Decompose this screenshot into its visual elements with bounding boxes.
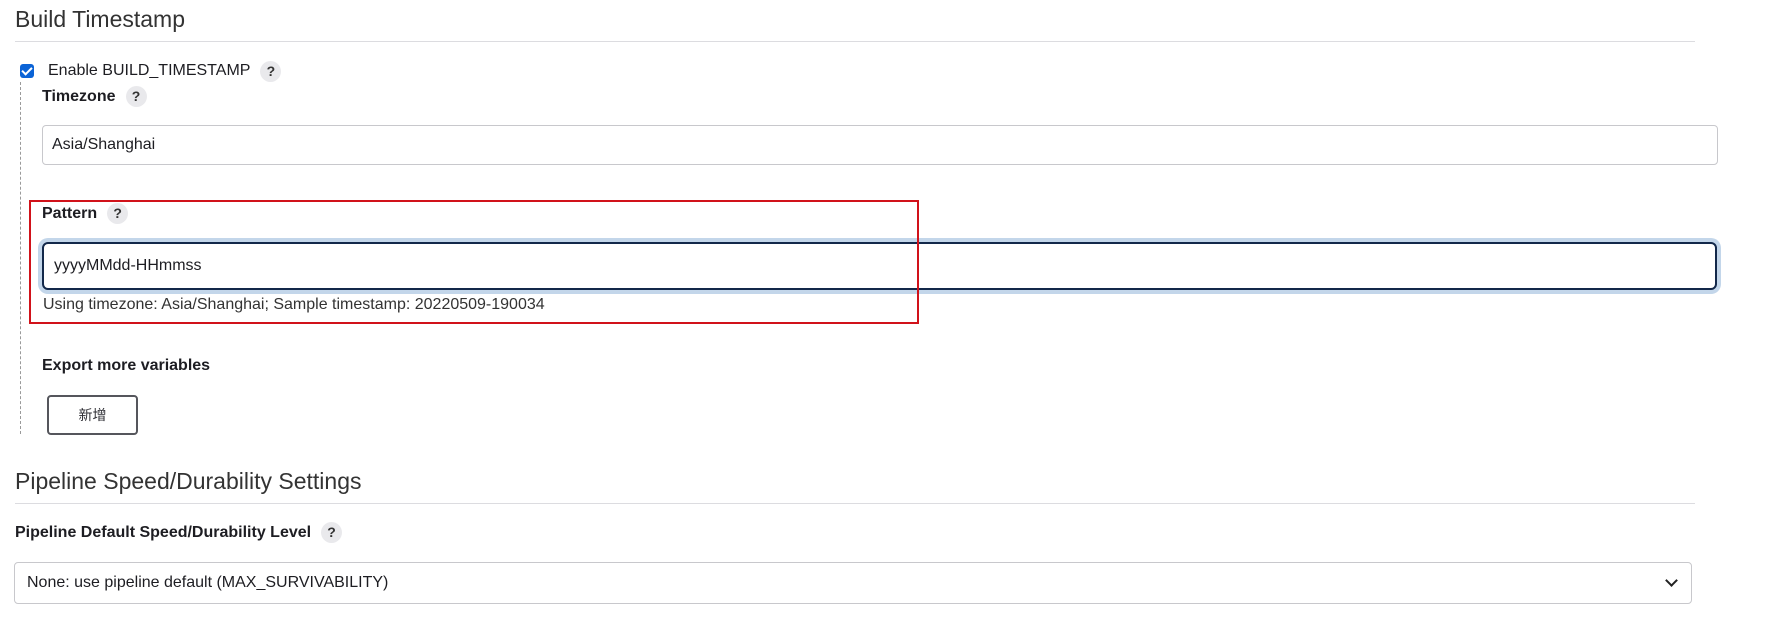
pipeline-level-label: Pipeline Default Speed/Durability Level	[15, 523, 312, 541]
enable-build-timestamp-row: Enable BUILD_TIMESTAMP ?	[20, 59, 282, 83]
help-icon[interactable]: ?	[125, 86, 147, 107]
section-title-build-timestamp: Build Timestamp	[15, 6, 186, 32]
enable-build-timestamp-label[interactable]: Enable BUILD_TIMESTAMP	[48, 62, 251, 79]
timezone-label-row: Timezone ?	[42, 86, 147, 107]
pattern-hint: Using timezone: Asia/Shanghai; Sample ti…	[43, 296, 545, 313]
section-divider	[15, 41, 1695, 42]
help-icon[interactable]: ?	[260, 60, 282, 82]
pipeline-level-label-row: Pipeline Default Speed/Durability Level …	[15, 522, 343, 543]
help-icon[interactable]: ?	[321, 522, 343, 543]
enable-build-timestamp-checkbox[interactable]	[20, 64, 34, 78]
pipeline-level-select[interactable]: None: use pipeline default (MAX_SURVIVAB…	[14, 562, 1692, 604]
timezone-input[interactable]: Asia/Shanghai	[42, 125, 1718, 165]
nested-options-guide	[20, 82, 21, 434]
pattern-label-row: Pattern ?	[42, 203, 129, 224]
chevron-down-icon	[1665, 574, 1678, 587]
pattern-input[interactable]: yyyyMMdd-HHmmss	[42, 242, 1717, 290]
section-divider	[15, 503, 1695, 504]
help-icon[interactable]: ?	[107, 203, 129, 224]
export-more-variables-label: Export more variables	[42, 357, 211, 374]
pattern-label: Pattern	[42, 204, 98, 222]
timezone-label: Timezone	[42, 87, 116, 105]
pipeline-level-selected-value: None: use pipeline default (MAX_SURVIVAB…	[27, 574, 389, 591]
add-button[interactable]: 新增	[47, 395, 138, 435]
section-title-pipeline-speed: Pipeline Speed/Durability Settings	[15, 468, 362, 494]
